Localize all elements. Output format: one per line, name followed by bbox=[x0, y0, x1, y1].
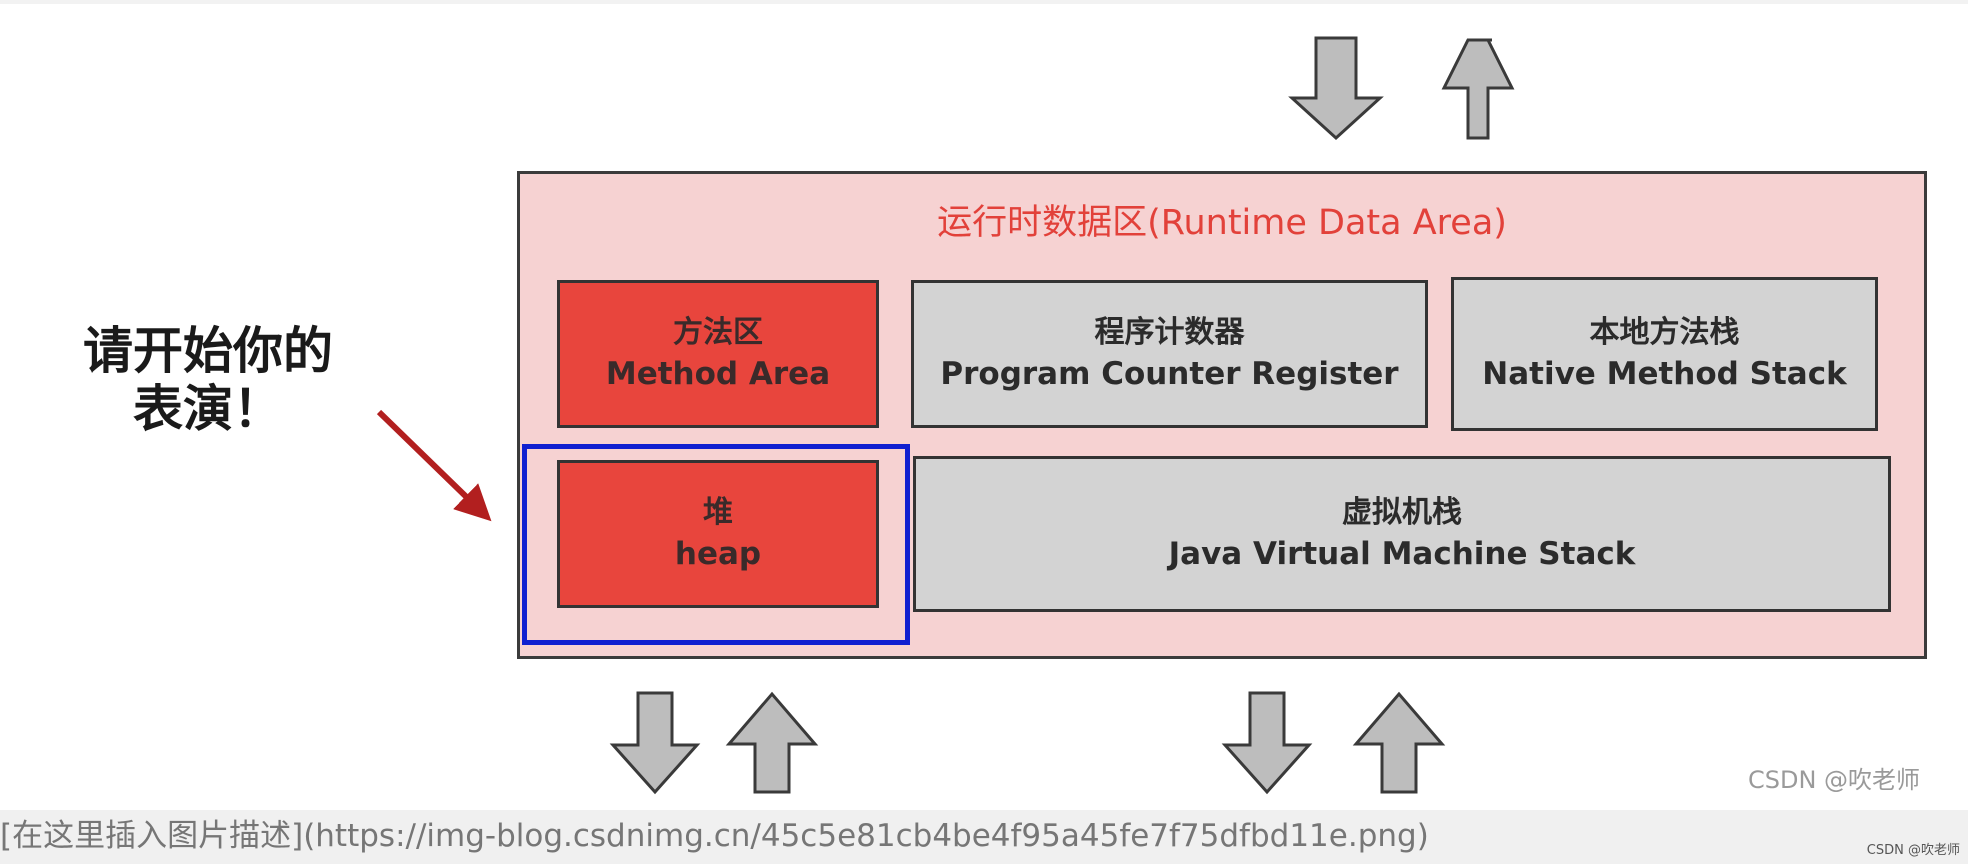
heap-zh: 堆 bbox=[703, 495, 733, 530]
pointer-arrow-icon bbox=[376, 409, 492, 522]
native-stack-en: Native Method Stack bbox=[1482, 356, 1847, 392]
arrow-up-icon bbox=[1352, 691, 1446, 794]
heap-block: 堆 heap bbox=[557, 460, 879, 608]
jvm-stack-zh: 虚拟机栈 bbox=[1342, 495, 1462, 530]
caption-text: 请开始你的 表演！ bbox=[58, 322, 358, 438]
top-strip bbox=[0, 0, 1968, 4]
pc-register-en: Program Counter Register bbox=[940, 356, 1399, 392]
arrow-up-icon bbox=[1441, 38, 1515, 140]
arrow-down-icon bbox=[1221, 691, 1313, 795]
arrow-up-icon bbox=[725, 691, 819, 794]
arrow-down-icon bbox=[1288, 36, 1384, 141]
heap-highlight-box bbox=[522, 444, 910, 645]
jvm-stack-block: 虚拟机栈 Java Virtual Machine Stack bbox=[913, 456, 1891, 612]
native-stack-zh: 本地方法栈 bbox=[1589, 315, 1740, 350]
pc-register-zh: 程序计数器 bbox=[1094, 315, 1245, 350]
caption-line-2: 表演！ bbox=[133, 379, 283, 438]
method-area-en: Method Area bbox=[605, 356, 831, 392]
native-method-stack-block: 本地方法栈 Native Method Stack bbox=[1451, 277, 1878, 431]
pc-register-block: 程序计数器 Program Counter Register bbox=[911, 280, 1428, 428]
jvm-stack-en: Java Virtual Machine Stack bbox=[1168, 536, 1636, 572]
arrow-down-icon bbox=[609, 691, 701, 795]
markdown-watermark: CSDN @吹老师 bbox=[1866, 843, 1960, 858]
heap-en: heap bbox=[674, 536, 762, 572]
runtime-data-area-title: 运行时数据区(Runtime Data Area) bbox=[937, 203, 1507, 243]
method-area-block: 方法区 Method Area bbox=[557, 280, 879, 428]
csdn-watermark: CSDN @吹老师 bbox=[1748, 766, 1921, 794]
markdown-bar bbox=[0, 810, 1968, 864]
method-area-zh: 方法区 bbox=[673, 315, 763, 350]
markdown-image-link[interactable]: [在这里插入图片描述](https://img-blog.csdnimg.cn/… bbox=[0, 818, 1429, 854]
caption-line-1: 请开始你的 bbox=[83, 321, 333, 380]
